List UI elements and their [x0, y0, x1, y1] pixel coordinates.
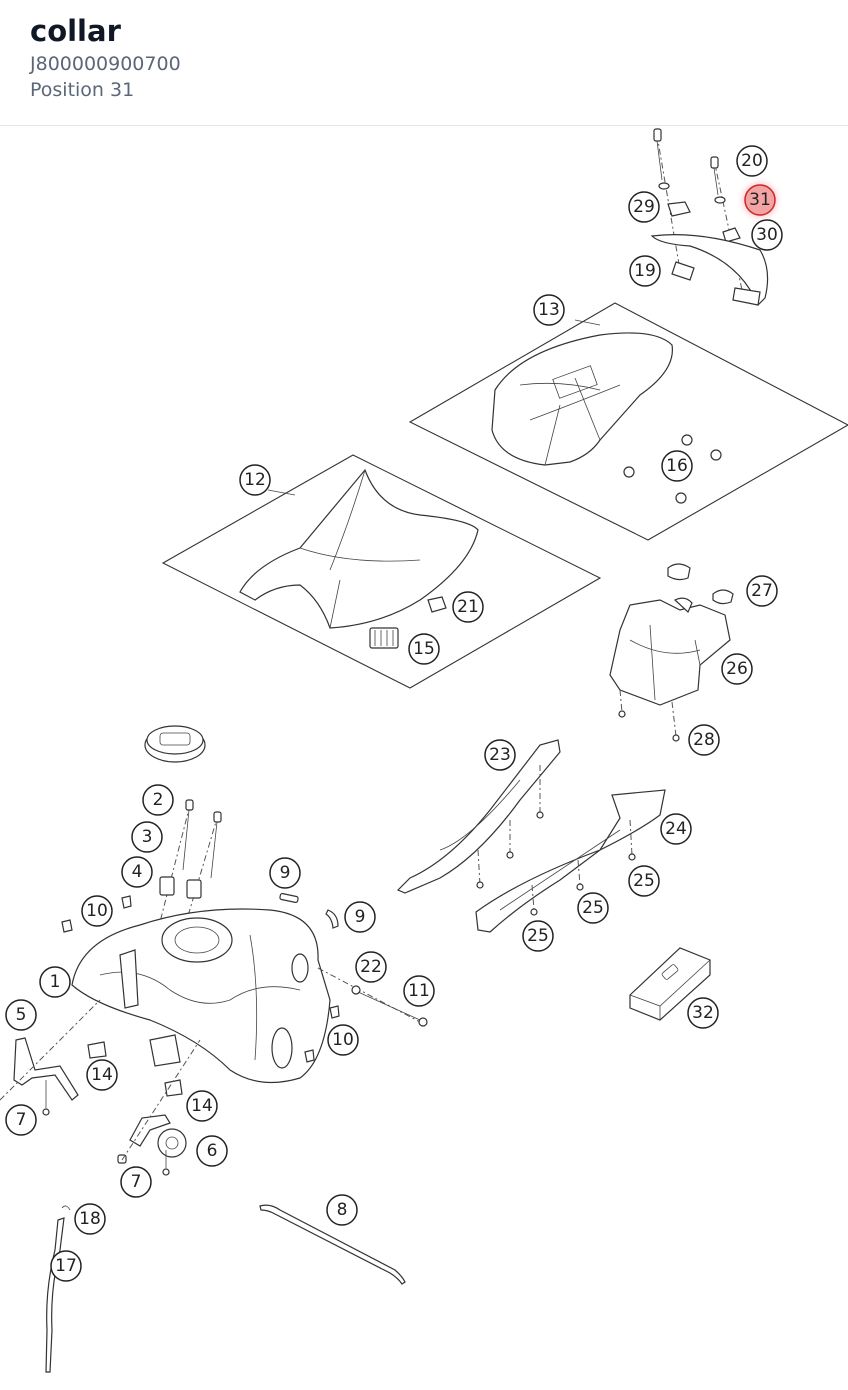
callout-18[interactable]: 18	[74, 1203, 106, 1235]
svg-text:7: 7	[16, 1110, 27, 1130]
svg-text:23: 23	[489, 745, 511, 765]
svg-text:9: 9	[355, 907, 366, 927]
exploded-parts-diagram: 20 31 29 30 19 13 16 12 21 15 27 26 28 2…	[0, 128, 848, 1373]
rubber-strips	[279, 892, 339, 929]
callout-25-c[interactable]: 25	[522, 920, 554, 952]
svg-text:2: 2	[153, 790, 164, 810]
tool-kit	[629, 947, 711, 1021]
svg-text:24: 24	[665, 819, 687, 839]
callout-19[interactable]: 19	[629, 255, 661, 287]
callout-15[interactable]: 15	[408, 633, 440, 665]
callout-27[interactable]: 27	[746, 575, 778, 607]
callout-23[interactable]: 23	[484, 739, 516, 771]
callout-29[interactable]: 29	[628, 191, 660, 223]
callout-6[interactable]: 6	[196, 1135, 228, 1167]
callout-13[interactable]: 13	[533, 294, 565, 326]
svg-text:3: 3	[142, 827, 153, 847]
callout-28[interactable]: 28	[688, 724, 720, 756]
callout-26[interactable]: 26	[721, 653, 753, 685]
fuel-tank	[61, 799, 340, 1097]
svg-text:12: 12	[244, 470, 266, 490]
svg-text:25: 25	[582, 898, 604, 918]
callout-10-a[interactable]: 10	[81, 895, 113, 927]
callout-9-b[interactable]: 9	[344, 901, 376, 933]
callout-20[interactable]: 20	[736, 145, 768, 177]
callout-9-a[interactable]: 9	[269, 857, 301, 889]
drain-hose	[45, 1205, 71, 1373]
callout-3[interactable]: 3	[131, 821, 163, 853]
callout-10-b[interactable]: 10	[327, 1024, 359, 1056]
svg-text:17: 17	[55, 1256, 77, 1276]
svg-text:1: 1	[50, 972, 61, 992]
callout-25-b[interactable]: 25	[577, 892, 609, 924]
callout-1[interactable]: 1	[39, 966, 71, 998]
svg-text:10: 10	[86, 901, 108, 921]
svg-text:14: 14	[91, 1065, 113, 1085]
part-header: collar J800000900700 Position 31	[0, 0, 848, 126]
callout-31-highlighted[interactable]: 31	[744, 184, 776, 216]
svg-text:20: 20	[741, 151, 763, 171]
callout-24[interactable]: 24	[660, 813, 692, 845]
svg-text:28: 28	[693, 730, 715, 750]
svg-text:30: 30	[756, 225, 778, 245]
svg-text:25: 25	[527, 926, 549, 946]
callout-2[interactable]: 2	[142, 784, 174, 816]
svg-text:5: 5	[16, 1005, 27, 1025]
filler-cap	[144, 725, 206, 763]
svg-text:15: 15	[413, 639, 435, 659]
callout-22[interactable]: 22	[355, 951, 387, 983]
part-position: Position 31	[30, 79, 135, 101]
callout-11[interactable]: 11	[403, 975, 435, 1007]
callout-4[interactable]: 4	[121, 856, 153, 888]
callout-21[interactable]: 21	[452, 591, 484, 623]
rubber-strip	[259, 1204, 406, 1285]
rear-seat-group	[408, 302, 848, 541]
svg-text:7: 7	[131, 1172, 142, 1192]
svg-text:9: 9	[280, 863, 291, 883]
svg-text:26: 26	[726, 659, 748, 679]
svg-text:21: 21	[457, 597, 479, 617]
part-title: collar	[30, 14, 121, 48]
callout-7-b[interactable]: 7	[120, 1166, 152, 1198]
callout-14-b[interactable]: 14	[186, 1090, 218, 1122]
svg-text:13: 13	[538, 300, 560, 320]
callout-16[interactable]: 16	[661, 450, 693, 482]
svg-text:18: 18	[79, 1209, 101, 1229]
svg-text:14: 14	[191, 1096, 213, 1116]
callout-12[interactable]: 12	[239, 464, 271, 496]
svg-text:16: 16	[666, 456, 688, 476]
svg-text:29: 29	[633, 197, 655, 217]
brackets-left	[0, 999, 101, 1116]
side-covers	[396, 739, 666, 933]
callout-30[interactable]: 30	[751, 219, 783, 251]
svg-text:27: 27	[751, 581, 773, 601]
grab-handle-assembly	[650, 128, 769, 307]
rear-storage-box	[609, 563, 734, 742]
svg-text:25: 25	[633, 871, 655, 891]
callout-7-a[interactable]: 7	[5, 1104, 37, 1136]
callout-25-a[interactable]: 25	[628, 865, 660, 897]
callout-17[interactable]: 17	[50, 1250, 82, 1282]
svg-text:8: 8	[337, 1200, 348, 1220]
svg-text:6: 6	[207, 1141, 218, 1161]
brackets-right	[117, 1039, 201, 1176]
callout-8[interactable]: 8	[326, 1194, 358, 1226]
svg-text:10: 10	[332, 1030, 354, 1050]
callout-5[interactable]: 5	[5, 999, 37, 1031]
rider-seat-group	[161, 454, 602, 689]
tank-bolt	[317, 967, 428, 1027]
svg-text:19: 19	[634, 261, 656, 281]
svg-text:32: 32	[692, 1003, 714, 1023]
svg-text:31: 31	[749, 190, 771, 210]
callout-32[interactable]: 32	[687, 997, 719, 1029]
part-number: J800000900700	[30, 53, 181, 75]
svg-text:11: 11	[408, 981, 430, 1001]
svg-text:4: 4	[132, 862, 143, 882]
svg-text:22: 22	[360, 957, 382, 977]
callout-14-a[interactable]: 14	[86, 1059, 118, 1091]
